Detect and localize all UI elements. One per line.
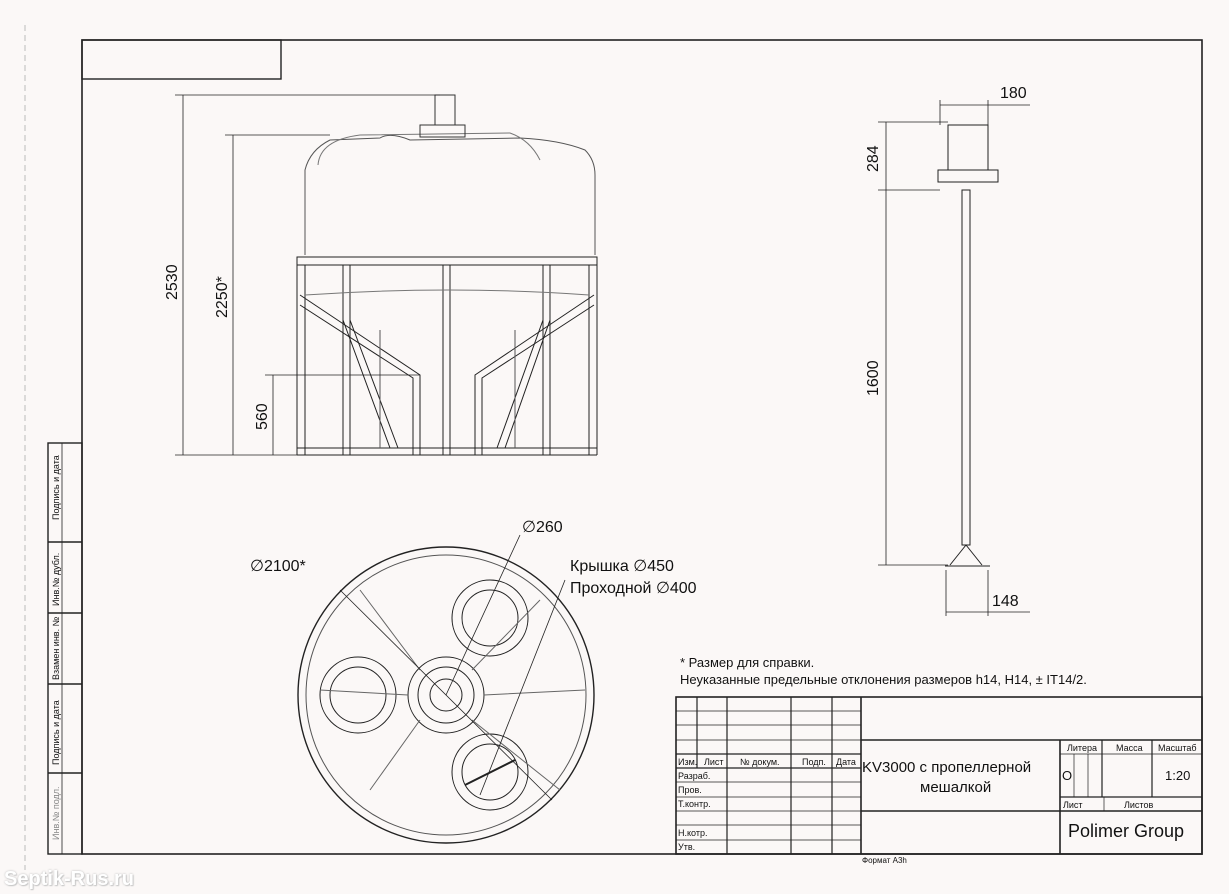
dim-tank-height: 2250*	[214, 276, 231, 318]
tb-litera-value: О	[1062, 768, 1073, 783]
tb-mass-label: Масса	[1116, 743, 1143, 753]
tb-scale-label: Масштаб	[1158, 743, 1197, 753]
tb-company: Polimer Group	[1068, 821, 1185, 841]
stamp-dup-inv: Инв.№ дубл.	[51, 552, 61, 606]
dim-motor-height: 284	[865, 145, 882, 172]
tb-col-change: Изм.	[678, 757, 698, 767]
tb-col-doc: № докум.	[740, 757, 780, 767]
dim-hatch-small: ∅260	[522, 519, 563, 536]
stamp-replace-inv: Взамен инв. №	[51, 616, 61, 680]
agitator-dimension-lines	[878, 100, 1030, 616]
dim-cone-bottom: 560	[254, 403, 271, 430]
dim-propeller: 148	[992, 593, 1019, 610]
tb-row-norm-control: Н.котр.	[678, 828, 708, 838]
tb-format: Формат A3h	[862, 856, 907, 865]
tb-row-checker: Пров.	[678, 785, 702, 795]
frame-border	[81, 39, 1203, 855]
tb-scale-value: 1:20	[1165, 768, 1191, 783]
tb-row-tech-control: Т.контр.	[678, 799, 711, 809]
stamp-orig-inv: Инв.№ подл.	[51, 786, 61, 840]
dim-tank-diameter: ∅2100*	[250, 558, 306, 575]
tb-litera-label: Литера	[1067, 743, 1097, 753]
watermark: Septik-Rus.ru	[4, 868, 135, 890]
tb-title-line1: KV3000 с пропеллерной	[862, 759, 1032, 776]
tb-sheet-label: Лист	[1063, 800, 1083, 810]
stamp-sign-date-1: Подпись и дата	[51, 455, 61, 520]
tb-row-approved: Утв.	[678, 842, 696, 852]
tb-col-sheet: Лист	[704, 757, 724, 767]
tb-col-sign: Подп.	[802, 757, 826, 767]
tank-front-view	[296, 94, 598, 456]
front-dimension-lines	[175, 94, 440, 456]
dim-motor-width: 180	[1000, 85, 1027, 102]
tb-title-line2: мешалкой	[920, 779, 992, 796]
dim-lid: Крышка ∅450	[570, 558, 674, 575]
tb-sheets-label: Листов	[1124, 800, 1154, 810]
note-tolerances: Неуказанные предельные отклонения размер…	[680, 672, 1087, 687]
tb-row-developer: Разраб.	[678, 771, 711, 781]
title-block-grid	[675, 696, 1203, 855]
dim-shaft-length: 1600	[865, 360, 882, 396]
tank-plan-view	[297, 534, 595, 844]
tb-col-date: Дата	[836, 757, 856, 767]
side-stamp-strip	[47, 442, 83, 855]
agitator-side-view	[937, 124, 999, 567]
top-stamp-box	[81, 39, 282, 80]
dim-passage: Проходной ∅400	[570, 580, 697, 597]
dim-total-height: 2530	[164, 264, 181, 300]
note-reference: * Размер для справки.	[680, 655, 815, 670]
stamp-sign-date-2: Подпись и дата	[51, 700, 61, 765]
